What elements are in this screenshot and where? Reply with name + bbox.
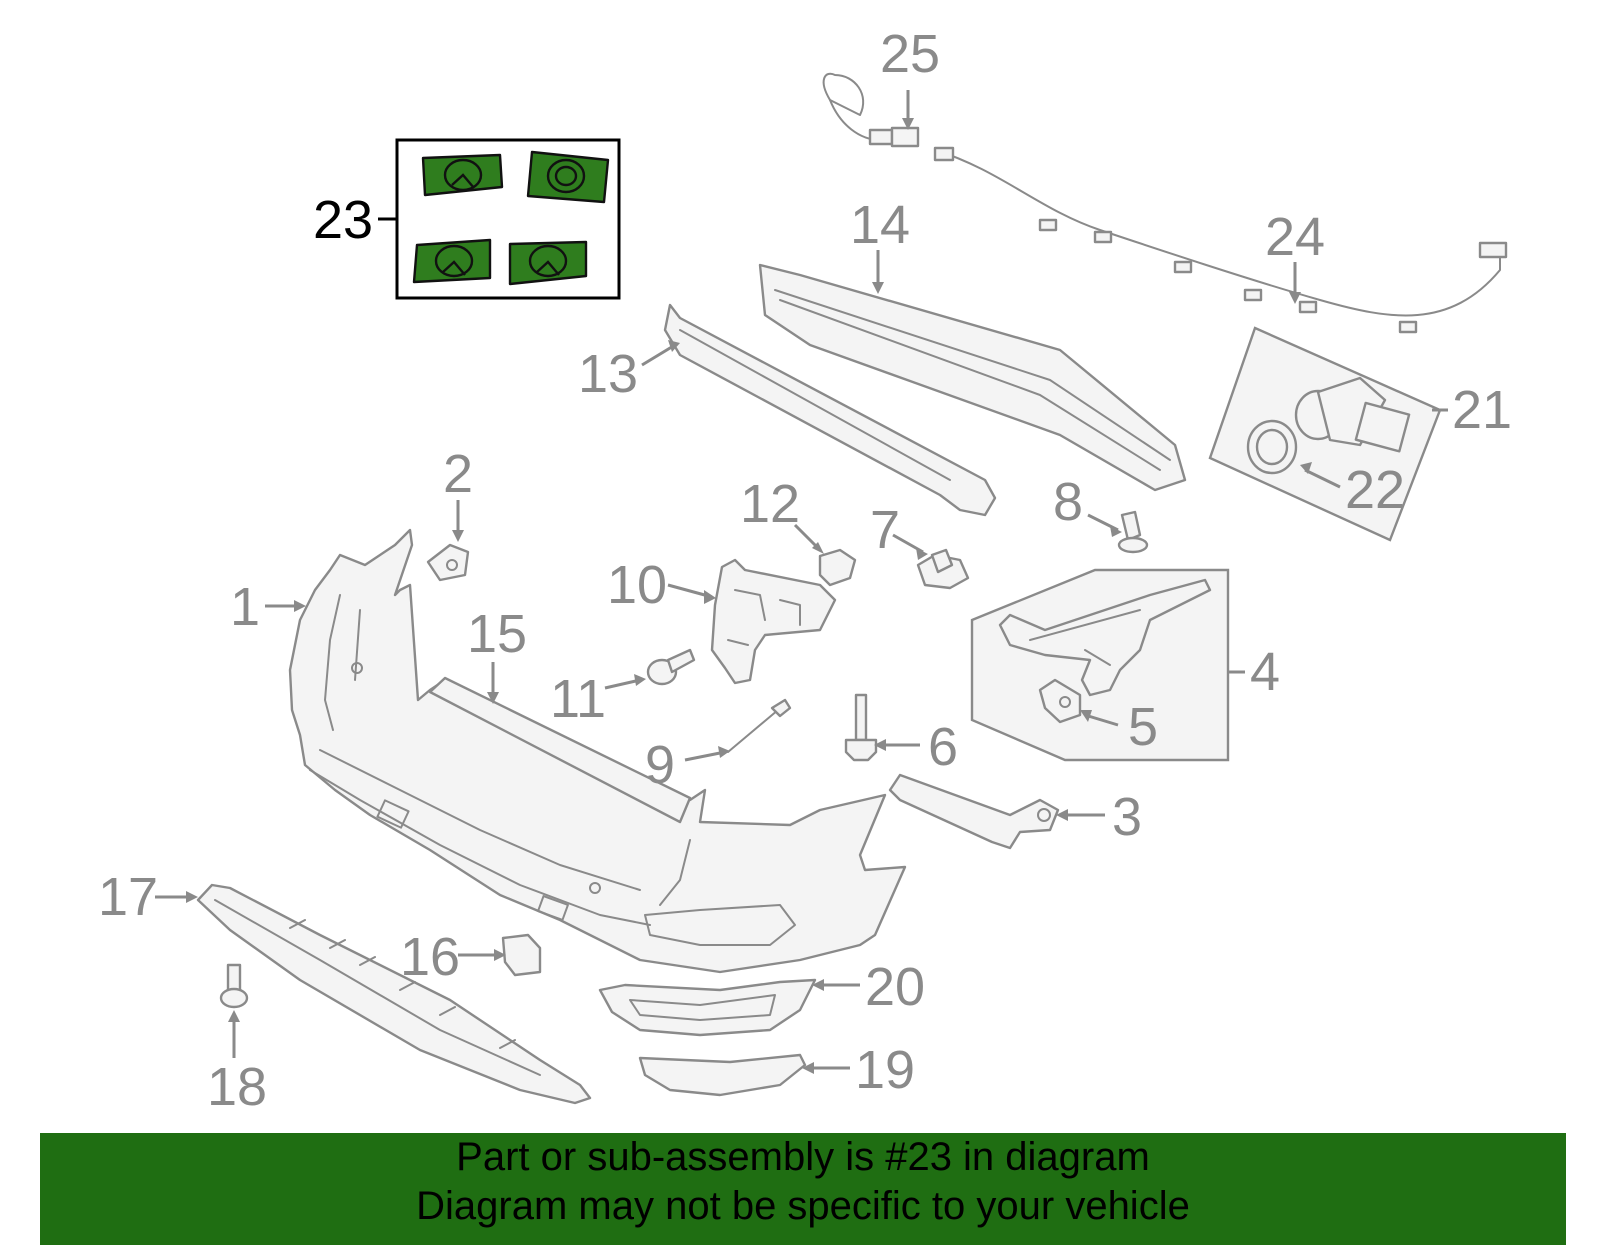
part-22-sensor-ring	[1246, 419, 1298, 475]
callout-21: 21	[1452, 380, 1512, 440]
callout-1: 1	[230, 577, 260, 637]
part-8-push-pin	[1117, 510, 1149, 554]
part-15-step-pad	[428, 676, 692, 824]
banner-line-2: Diagram may not be specific to your vehi…	[416, 1184, 1190, 1228]
callout-12: 12	[740, 474, 800, 534]
callout-19: 19	[855, 1040, 915, 1100]
part-21-parking-sensor	[1294, 376, 1411, 453]
callout-2: 2	[443, 444, 473, 504]
part-18-screw	[219, 963, 249, 1009]
part-11-bolt	[646, 648, 696, 686]
part-24-harness	[933, 146, 1508, 334]
part-16-tow-cap	[501, 933, 542, 977]
part-7-grommet	[916, 548, 970, 590]
callout-25: 25	[880, 24, 940, 84]
callout-16: 16	[400, 927, 460, 987]
sensor-holder-2	[526, 150, 610, 204]
callout-4: 4	[1250, 642, 1280, 702]
callout-15: 15	[467, 604, 527, 664]
part-1-bumper-cover	[288, 528, 907, 974]
part-19-reflector	[638, 1053, 807, 1097]
part-12-clip	[818, 548, 857, 587]
sensor-holder-3	[412, 238, 492, 284]
sensor-holder-4	[508, 240, 588, 286]
sensor-holder-1	[421, 153, 504, 197]
callout-23[interactable]: 23	[313, 190, 373, 250]
callout-10: 10	[607, 555, 667, 615]
callout-18: 18	[207, 1057, 267, 1117]
callout-22: 22	[1345, 460, 1405, 520]
part-4-bracket	[998, 578, 1212, 697]
info-banner: Part or sub-assembly is #23 in diagram D…	[40, 1133, 1566, 1245]
part-2-bracket	[426, 543, 470, 582]
callout-11: 11	[550, 669, 606, 729]
callout-3: 3	[1112, 787, 1142, 847]
callout-6: 6	[928, 717, 958, 777]
callout-14: 14	[850, 195, 910, 255]
part-21-22-group	[1208, 326, 1442, 542]
callout-24: 24	[1265, 207, 1325, 267]
part-5-clip	[1038, 678, 1082, 724]
part-20-reflector-bezel	[598, 978, 817, 1037]
part-9-pin	[727, 698, 792, 753]
callout-20: 20	[865, 957, 925, 1017]
part-23-sensor-holders-highlighted[interactable]	[395, 138, 621, 300]
callout-5: 5	[1128, 697, 1158, 757]
part-17-lower-valance	[196, 883, 592, 1105]
part-25-pigtail	[822, 72, 920, 148]
part-10-bracket	[710, 558, 837, 685]
part-4-5-group	[970, 568, 1230, 762]
part-6-bolt	[844, 693, 878, 762]
part-3-side-bracket	[888, 773, 1060, 850]
callout-8: 8	[1053, 472, 1083, 532]
banner-line-1: Part or sub-assembly is #23 in diagram	[456, 1135, 1150, 1179]
part-14-reinforcement	[758, 263, 1187, 492]
callout-7: 7	[870, 500, 900, 560]
callout-17: 17	[98, 867, 158, 927]
callout-13: 13	[578, 344, 638, 404]
callout-9: 9	[645, 735, 675, 795]
